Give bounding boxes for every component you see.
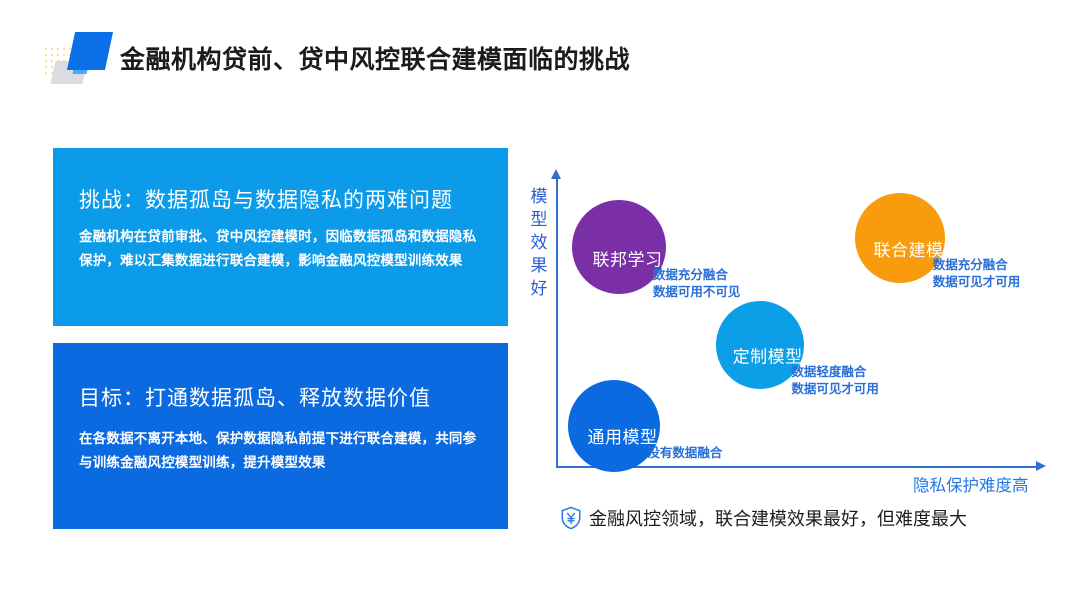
challenge-panel: 挑战：数据孤岛与数据隐私的两难问题 金融机构在贷前审批、贷中风控建模时，因临数据… xyxy=(53,148,508,326)
chart-bubble[interactable]: 通用模型 xyxy=(568,379,661,472)
challenge-panel-body: 金融机构在贷前审批、贷中风控建模时，因临数据孤岛和数据隐私保护，难以汇集数据进行… xyxy=(79,229,477,268)
x-axis-arrow-icon xyxy=(1036,461,1046,471)
y-axis-arrow-icon xyxy=(551,169,561,179)
summary-caption: 金融风控领域，联合建模效果最好，但难度最大 xyxy=(560,505,967,531)
y-axis-label: 模型效果好 xyxy=(530,187,548,298)
chart-bubble-label: 定制模型 xyxy=(732,347,803,367)
chart-bubble[interactable]: 定制模型 xyxy=(715,301,804,390)
y-axis-line xyxy=(556,178,558,468)
chart-bubble[interactable]: 联邦学习 xyxy=(572,200,667,295)
annotation-line: 没有数据融合 xyxy=(647,446,723,460)
challenge-panel-heading: 挑战：数据孤岛与数据隐私的两难问题 xyxy=(79,189,453,212)
brand-logo xyxy=(43,28,115,84)
chart-bubble-label: 联合建模 xyxy=(873,240,944,260)
annotation-line: 数据可用不可见 xyxy=(652,284,741,299)
annotation-line: 数据可见才可用 xyxy=(932,275,1021,290)
chart-bubble-annotation: 没有数据融合 xyxy=(647,445,722,462)
goal-panel-heading: 目标：打通数据孤岛、释放数据价值 xyxy=(79,387,431,410)
annotation-line: 数据充分融合 xyxy=(932,258,1008,273)
chart-bubble-label: 联邦学习 xyxy=(592,249,663,269)
caption-text: 金融风控领域，联合建模效果最好，但难度最大 xyxy=(589,509,967,529)
chart-bubble-annotation: 数据充分融合数据可见才可用 xyxy=(933,257,1021,291)
x-axis-line xyxy=(556,466,1041,468)
annotation-line: 数据可见才可用 xyxy=(791,381,879,396)
bubble-quadrant-chart: 模型效果好 隐私保护难度高 通用模型没有数据融合定制模型数据轻度融合数据可见才可… xyxy=(528,160,1068,510)
goal-panel-body: 在各数据不离开本地、保护数据隐私前提下进行联合建模，共同参与训练金融风控模型训练… xyxy=(79,431,477,470)
chart-bubble[interactable]: 联合建模 xyxy=(855,193,946,284)
x-axis-label: 隐私保护难度高 xyxy=(913,477,1029,495)
logo-blue-shape xyxy=(66,32,114,70)
shield-yen-icon xyxy=(561,506,581,530)
chart-bubble-annotation: 数据充分融合数据可用不可见 xyxy=(653,267,741,301)
annotation-line: 数据轻度融合 xyxy=(791,364,867,379)
chart-bubble-annotation: 数据轻度融合数据可见才可用 xyxy=(791,364,879,398)
goal-panel: 目标：打通数据孤岛、释放数据价值 在各数据不离开本地、保护数据隐私前提下进行联合… xyxy=(53,343,508,529)
chart-bubble-label: 通用模型 xyxy=(587,428,658,448)
annotation-line: 数据充分融合 xyxy=(652,267,728,282)
slide-header: 金融机构贷前、贷中风控联合建模面临的挑战 xyxy=(0,0,1080,105)
page-title: 金融机构贷前、贷中风控联合建模面临的挑战 xyxy=(120,46,631,74)
